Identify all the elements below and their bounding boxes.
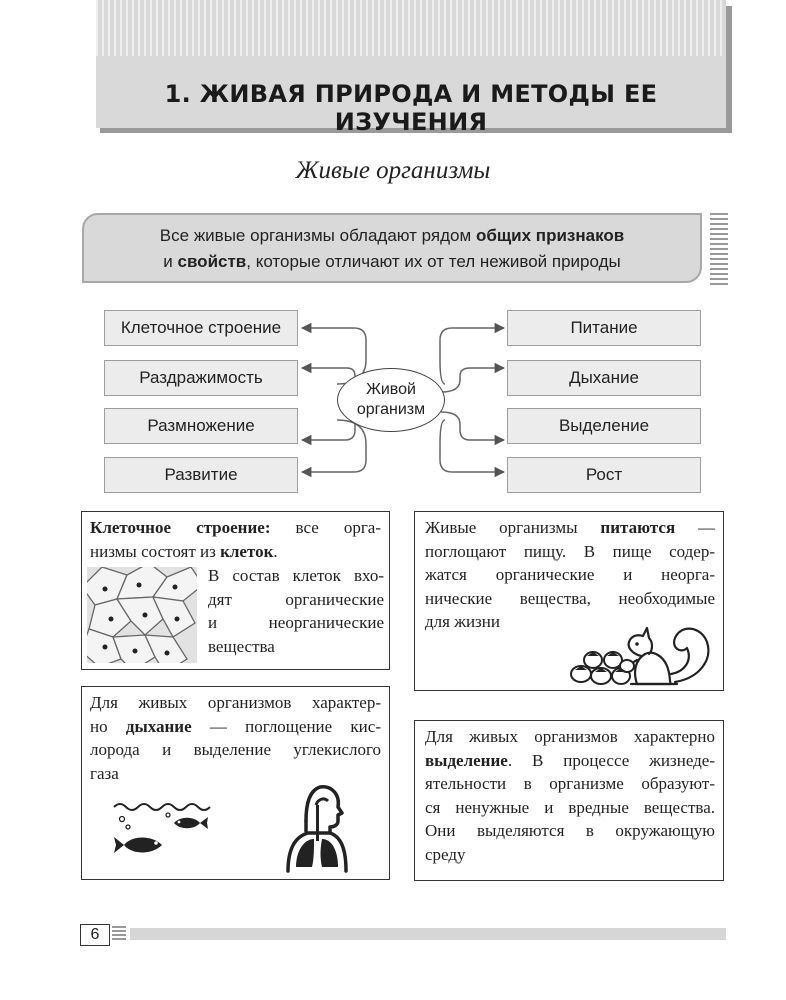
trait-box-right-2: Дыхание [507,360,701,396]
footer-bar [130,928,726,940]
nutrition-line-3: жатся органические и неорга- [425,565,715,584]
intro-box: Все живые организмы обладают рядом общих… [82,213,702,283]
nutrition-line-5: для жизни [425,612,500,631]
breathing-line-3: лорода и выделение углекислого [90,740,381,759]
intro-line-1-bold: общих признаков [475,226,625,245]
excretion-line-5: Они выделяются в окружающую [425,821,715,840]
nutrition-line-1-post: — [675,518,715,537]
fish-underwater-icon [113,803,211,853]
footer-stripes-decoration [112,926,126,942]
cells-text-block: В состав клеток вхо- дят органические и … [208,564,384,658]
cells-line-1: Клеточное строение: все орга- [90,516,381,540]
intro-line-2-pre: и [163,252,178,271]
excretion-line-3: ятельности в организме образуют- [425,774,715,793]
intro-line-2-bold: свойств [177,252,247,271]
nutrition-line-2: поглощают пищу. В пище содер- [425,541,715,561]
breathing-box: Для живых организмов характер- но дыхани… [81,686,390,880]
trait-box-left-3: Размножение [104,408,298,444]
intro-line-2-text: , которые отличают их от тел неживой при… [246,252,621,271]
breathing-line-2-post: — поглощение кис- [191,716,381,736]
chapter-title: 1. ЖИВАЯ ПРИРОДА И МЕТОДЫ ЕЕ ИЗУЧЕНИЯ [164,80,658,136]
cells-line-2-post: . [273,541,278,561]
cells-title-bold: Клеточное строение: [90,518,271,537]
intro-line-1-text: Все живые организмы обладают рядом [159,226,476,245]
header-stripes-decoration [96,0,726,56]
excretion-box: Для живых организмов характерно выделени… [414,720,724,881]
excretion-line-1: Для живых организмов характерно [425,727,715,746]
breathing-line-2-bold: дыхание [125,716,192,736]
side-stripes-decoration [710,213,728,287]
cells-line-2-pre: низмы состоят из [90,541,221,561]
excretion-line-2-post: . В процессе жизнеде- [507,750,715,770]
page-number: 6 [80,924,110,946]
trait-box-right-4: Рост [507,457,701,493]
plant-cells-image [87,567,197,663]
trait-box-left-4: Развитие [104,457,298,493]
cells-line-6: вещества [208,636,275,656]
trait-box-right-3: Выделение [507,408,701,444]
excretion-line-6: среду [425,844,466,864]
trait-box-left-2: Раздражимость [104,360,298,396]
cells-line-2-bold: клеток [220,541,274,561]
trait-box-right-1: Питание [507,310,701,346]
squirrel-with-nuts-icon [570,626,710,686]
breathing-line-2: но дыхание — поглощение кис- [90,715,381,739]
excretion-line-2-bold: выделение [425,750,508,770]
nutrition-box: Живые организмы питаются — поглощают пищ… [414,511,724,691]
cells-line-3: В состав клеток вхо- [208,566,384,585]
excretion-line-2: выделение. В процессе жизнеде- [425,749,715,773]
breathing-line-1: Для живых организмов характер- [90,693,381,712]
intro-line-2: и свойств, которые отличают их от тел не… [84,249,700,275]
human-lungs-icon [286,785,348,873]
breathing-line-2-pre: но [90,716,126,736]
center-label-line-2: организм [356,401,426,418]
cell-structure-box: Клеточное строение: все орга- низмы сост… [81,511,390,670]
nutrition-line-1-bold: питаются [600,518,676,537]
nutrition-line-4: нические вещества, необходимые [425,588,715,608]
cells-line-4: дят органические [208,589,384,609]
trait-box-left-1: Клеточное строение [104,310,298,346]
nutrition-line-1-pre: Живые организмы [425,518,601,537]
nutrition-line-1: Живые организмы питаются — [425,516,715,540]
breathing-line-4: газа [90,763,119,783]
header-shadow-right [726,6,732,128]
section-title: Живые организмы [295,157,491,184]
center-label-line-1: Живой [366,381,416,398]
intro-line-1: Все живые организмы обладают рядом общих… [84,223,700,249]
excretion-line-4: ся ненужные и вредные вещества. [425,797,715,817]
plant-cells-micrograph-icon [87,567,197,663]
cells-line-1-rest: все орга- [270,518,381,537]
cells-line-2: низмы состоят из клеток. [90,540,381,564]
center-living-organism: Живой организм [337,368,445,432]
cells-line-5: и неорганические [208,613,384,632]
header-shadow-bottom [100,128,732,133]
